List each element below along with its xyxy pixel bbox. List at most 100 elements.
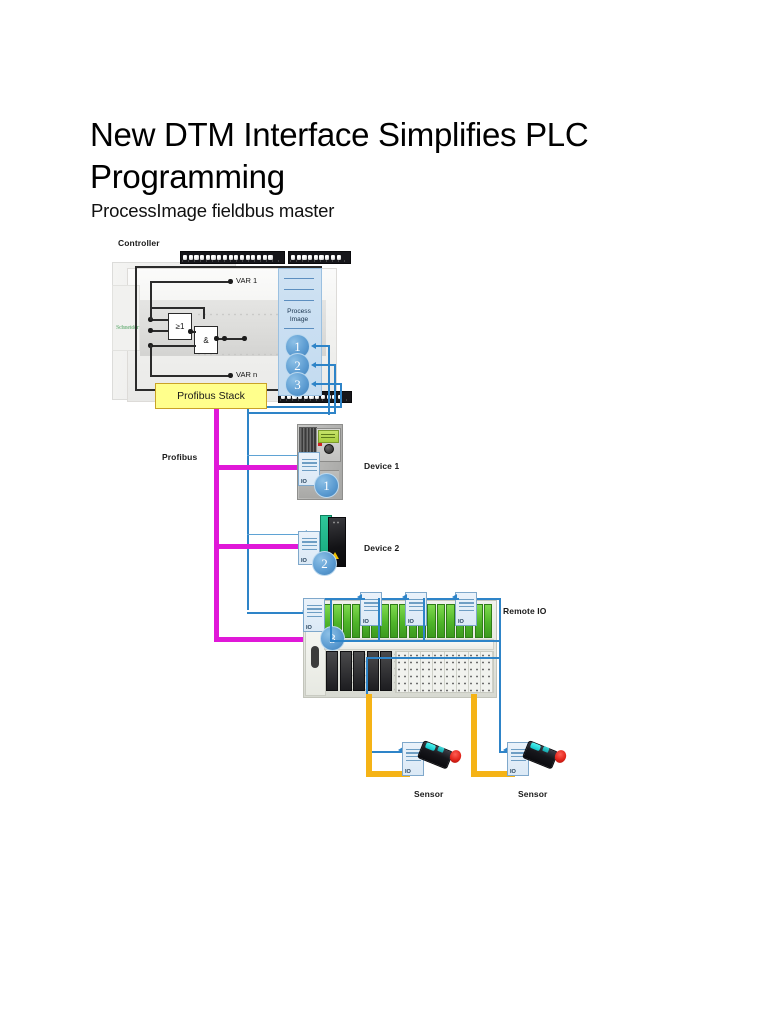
sensor2-cable-vertical (471, 694, 477, 776)
sensor1-label: Sensor (414, 789, 444, 799)
sensor1-link-horizontal (366, 751, 402, 754)
var1-node (228, 279, 233, 284)
sensor1-cable-vertical (366, 694, 372, 776)
device1-status-led (318, 443, 322, 446)
and-gate-output-wire (216, 338, 244, 340)
or-gate-input-a (150, 319, 168, 321)
and-output-node-c (242, 336, 247, 341)
rack-card-4-arrow-icon (452, 594, 457, 600)
plc-terminal-strip-left (180, 251, 285, 264)
channel-1-link-h (316, 345, 330, 348)
var1-wire-vertical (150, 281, 152, 319)
remote-io-card-1[interactable]: IO (303, 598, 325, 632)
varn-wire-horizontal (150, 375, 230, 377)
or-gate: ≥1 (168, 313, 192, 340)
process-image-rule-4 (284, 328, 314, 330)
device1-io-label: IO (301, 478, 307, 485)
rack-bus-horizontal (330, 640, 500, 643)
profibus-stack-box[interactable]: Profibus Stack (155, 383, 267, 409)
remote-io-channel-badge[interactable]: 3 (320, 626, 345, 651)
rack-card-3-arrow-icon (402, 594, 407, 600)
sensor2-label: Sensor (518, 789, 548, 799)
device1-io-card[interactable]: IO (298, 452, 320, 486)
process-image-rule-2 (284, 289, 314, 291)
and-input-a-node (188, 329, 193, 334)
device1-navigation-knob (324, 444, 334, 454)
varn-wire-vertical (150, 345, 152, 376)
rack-drop-2 (378, 598, 381, 642)
and-output-node-a (214, 336, 219, 341)
profibus-branch-remoteio (214, 637, 310, 642)
sensor1-cable-horizontal (366, 771, 410, 777)
remote-io-card-2[interactable]: IO (360, 592, 382, 626)
rack-link-top-2 (382, 598, 409, 601)
process-image-rule-1 (284, 278, 314, 280)
and-output-node-b (222, 336, 227, 341)
sensor2-input-arrow-icon (503, 747, 508, 753)
plc-vent-dots-top (196, 312, 316, 317)
remote-io-card-3[interactable]: IO (405, 592, 427, 626)
channel-3-arrow-icon (311, 381, 316, 387)
channel-3-link-v (340, 383, 343, 408)
channel-1-link-v (328, 345, 331, 415)
stack-return-h2 (247, 406, 342, 409)
rack-link-top-1 (325, 598, 365, 601)
var1-label: VAR 1 (236, 276, 258, 285)
channel-2-link-h (316, 364, 336, 367)
process-image-channel-3[interactable]: 3 (285, 372, 310, 397)
profibus-trunk-vertical (214, 409, 219, 642)
process-image-title-line1: Process (287, 308, 311, 315)
varn-label: VAR n (236, 370, 258, 379)
channel-2-arrow-icon (311, 362, 316, 368)
sensor2-link-vertical (499, 657, 502, 752)
signal-branch-device2 (247, 534, 307, 536)
var1-wire-horizontal (150, 281, 230, 283)
page-subtitle: ProcessImage fieldbus master (91, 200, 335, 221)
or-feedback-horizontal (150, 307, 204, 309)
varn-node (228, 373, 233, 378)
process-image-title-line2: Image (289, 316, 309, 323)
and-gate-input-b (150, 345, 196, 347)
and-gate-input-a (190, 331, 196, 333)
stack-bus-main-vertical (247, 406, 250, 610)
sensor2-device (521, 740, 569, 770)
device2-indicator-dots (332, 521, 341, 524)
device2-channel-badge[interactable]: 2 (312, 551, 337, 576)
controller-brand-mark: Schneider (116, 325, 139, 331)
device1-display (318, 430, 339, 443)
device2-io-label: IO (301, 557, 307, 564)
device2-warning-icon (331, 552, 339, 559)
rack-link-top-4 (477, 598, 501, 601)
rack-bus-lower (366, 657, 500, 660)
process-image-rule-3 (284, 300, 314, 302)
rack-drop-4 (499, 598, 502, 658)
device1-label: Device 1 (364, 461, 400, 471)
rack-link-top-3 (427, 598, 459, 601)
signal-branch-remoteio (247, 612, 307, 615)
remote-io-card-4[interactable]: IO (455, 592, 477, 626)
profibus-branch-device2 (214, 544, 322, 549)
profibus-branch-device1 (214, 465, 304, 470)
remote-io-card-3-label: IO (408, 618, 414, 625)
remote-io-card-2-label: IO (363, 618, 369, 625)
profibus-label: Profibus (162, 452, 198, 462)
rack-card-2-arrow-icon (357, 594, 362, 600)
sensor2-io-label: IO (510, 768, 516, 775)
sensor2-cable-horizontal (471, 771, 515, 777)
rack-drop-3 (423, 598, 426, 642)
sensor1-io-label: IO (405, 768, 411, 775)
logic-frame-left (135, 266, 137, 390)
or-gate-input-b (150, 330, 168, 332)
logic-frame-top (135, 266, 321, 268)
or-feedback-vertical (150, 307, 152, 320)
plc-terminal-strip-right (288, 251, 351, 264)
plc-vent-dots-bottom (196, 352, 300, 357)
channel-2-link-v (334, 364, 337, 412)
device2-label: Device 2 (364, 543, 400, 553)
sensor1-device (416, 740, 464, 770)
remote-io-card-1-label: IO (306, 624, 312, 631)
device1-channel-badge[interactable]: 1 (314, 473, 339, 498)
page-title: New DTM Interface Simplifies PLC Program… (90, 116, 589, 196)
